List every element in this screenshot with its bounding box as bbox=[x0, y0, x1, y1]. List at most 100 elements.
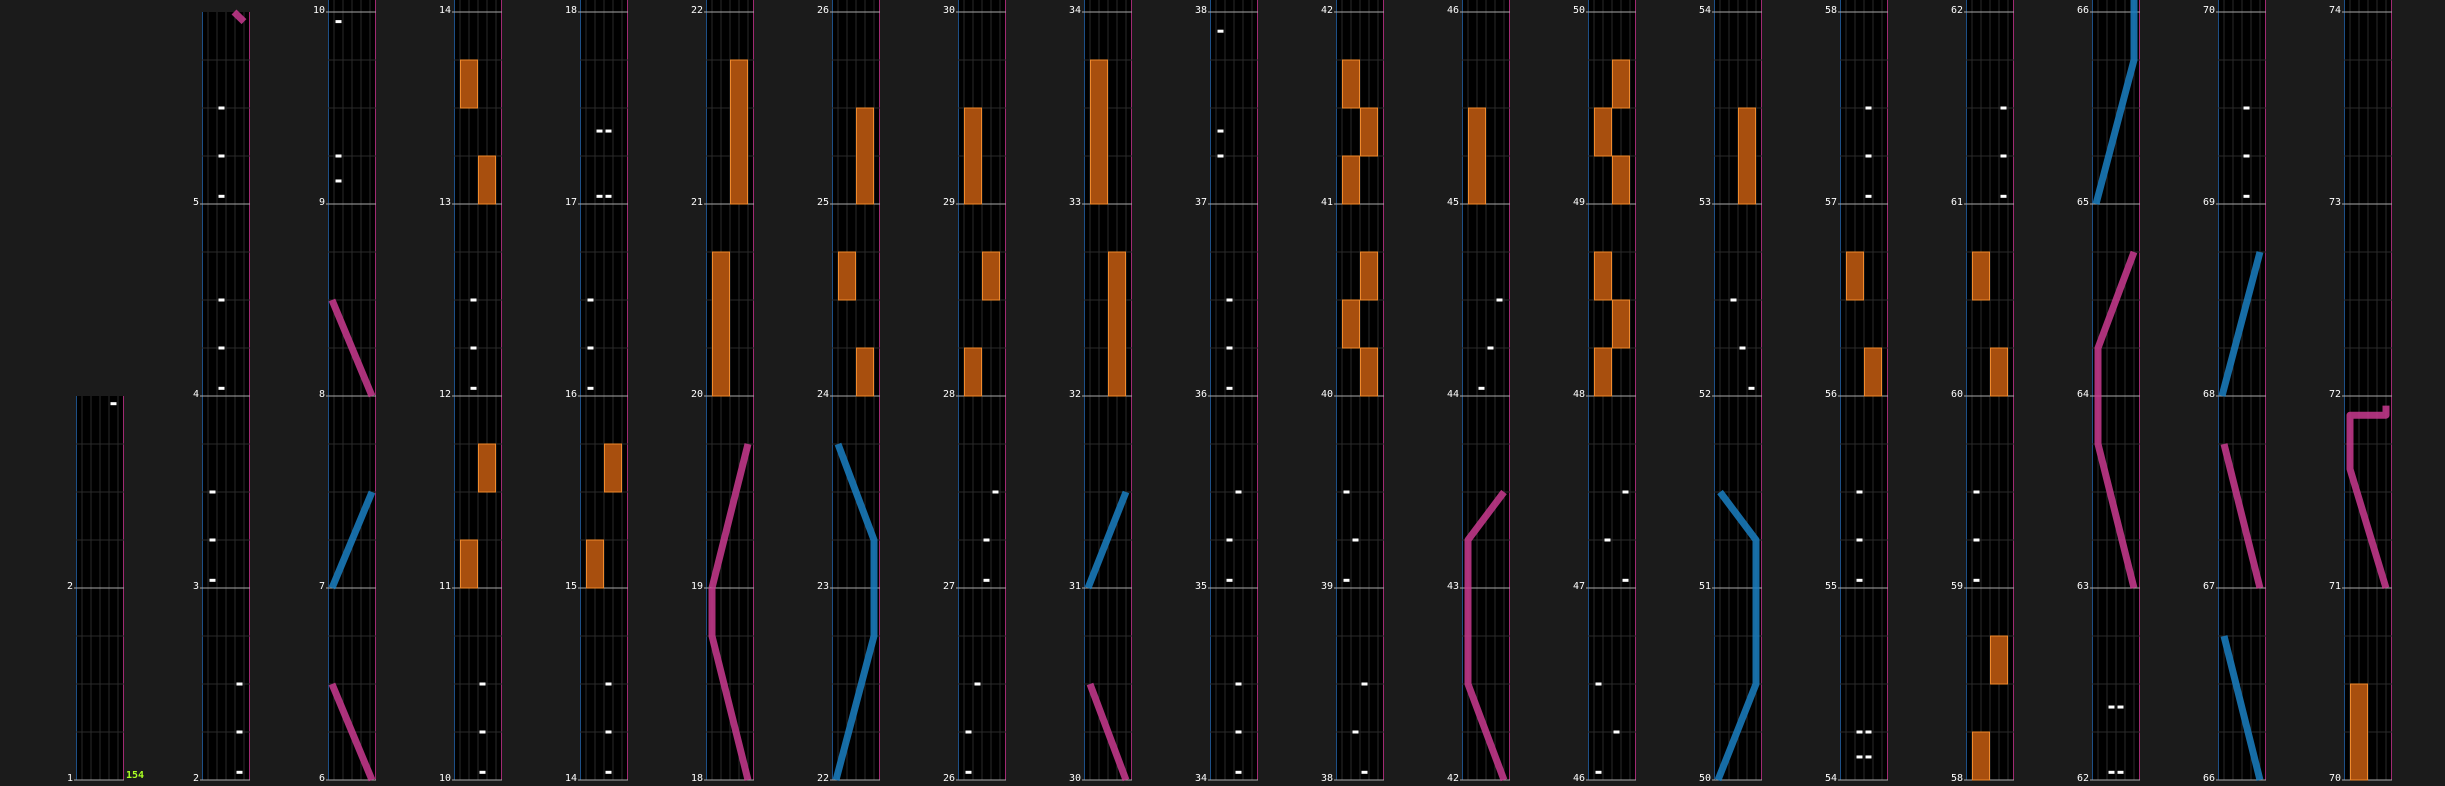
measure-number: 37 bbox=[1195, 197, 1207, 208]
hold-note bbox=[838, 251, 856, 301]
measure-number: 47 bbox=[1573, 581, 1585, 592]
chip-note bbox=[1226, 578, 1233, 582]
hold-note bbox=[1342, 299, 1360, 349]
chip-note bbox=[1865, 194, 1872, 198]
measure-number: 66 bbox=[2077, 5, 2089, 16]
measure-number: 15 bbox=[565, 581, 577, 592]
measure-number: 32 bbox=[1069, 389, 1081, 400]
hold-note bbox=[1360, 347, 1378, 397]
measure-number: 41 bbox=[1321, 197, 1333, 208]
chip-note bbox=[1361, 770, 1368, 774]
measure-number: 2 bbox=[193, 773, 199, 784]
measure-number: 27 bbox=[943, 581, 955, 592]
timeline-column bbox=[1208, 0, 1258, 781]
chip-note bbox=[605, 194, 612, 198]
notes-layer bbox=[110, 0, 2390, 782]
chip-note bbox=[1856, 490, 1863, 494]
chip-note bbox=[1595, 770, 1602, 774]
laser-left bbox=[2218, 251, 2264, 397]
laser-right bbox=[231, 9, 247, 25]
measure-number: 13 bbox=[439, 197, 451, 208]
measure-number: 49 bbox=[1573, 197, 1585, 208]
hold-note bbox=[1342, 59, 1360, 109]
laser-right bbox=[2094, 250, 2138, 396]
chip-note bbox=[1748, 386, 1755, 390]
chip-note bbox=[335, 20, 342, 24]
hold-note bbox=[1846, 251, 1864, 301]
lanes-layer bbox=[74, 0, 2392, 781]
measure-number: 67 bbox=[2203, 581, 2215, 592]
timeline-column bbox=[578, 0, 628, 781]
laser-left bbox=[1717, 489, 1760, 588]
chip-note bbox=[1235, 730, 1242, 734]
labels-layer: 1223456789101011121314141516171818192021… bbox=[67, 5, 2341, 784]
chip-note bbox=[1235, 490, 1242, 494]
measure-number: 42 bbox=[1321, 5, 1333, 16]
chip-note bbox=[1739, 346, 1746, 350]
laser-left bbox=[834, 442, 878, 588]
laser-left bbox=[1714, 588, 1760, 782]
laser-left bbox=[1084, 490, 1130, 590]
measure-number: 58 bbox=[1825, 5, 1837, 16]
chip-note bbox=[470, 298, 477, 302]
measure-number: 20 bbox=[691, 389, 703, 400]
measure-number: 2 bbox=[67, 581, 73, 592]
chip-note bbox=[479, 682, 486, 686]
chip-note bbox=[218, 154, 225, 158]
chip-note bbox=[1496, 298, 1503, 302]
chip-note bbox=[1235, 770, 1242, 774]
hold-note bbox=[964, 347, 982, 397]
measure-number: 61 bbox=[1951, 197, 1963, 208]
hold-note bbox=[478, 443, 496, 493]
measure-number: 58 bbox=[1951, 773, 1963, 784]
measure-number: 24 bbox=[817, 389, 829, 400]
hold-note bbox=[1990, 635, 2008, 685]
hold-note bbox=[1594, 251, 1612, 301]
measure-number: 66 bbox=[2203, 773, 2215, 784]
measure-number: 8 bbox=[319, 389, 325, 400]
measure-number: 54 bbox=[1699, 5, 1711, 16]
measure-number: 29 bbox=[943, 197, 955, 208]
measure-number: 62 bbox=[1951, 5, 1963, 16]
measure-number: 39 bbox=[1321, 581, 1333, 592]
chip-note bbox=[1856, 578, 1863, 582]
hold-note bbox=[1612, 299, 1630, 349]
laser-right bbox=[2094, 396, 2138, 589]
chip-note bbox=[218, 386, 225, 390]
hold-note bbox=[856, 107, 874, 205]
measure-number: 22 bbox=[817, 773, 829, 784]
measure-number: 71 bbox=[2329, 581, 2341, 592]
measure-number: 64 bbox=[2077, 389, 2089, 400]
timeline-column bbox=[74, 396, 124, 781]
chip-note bbox=[587, 298, 594, 302]
hold-note bbox=[1090, 59, 1108, 205]
measure-number: 34 bbox=[1195, 773, 1207, 784]
measure-number: 31 bbox=[1069, 581, 1081, 592]
measure-number: 50 bbox=[1699, 773, 1711, 784]
chip-note bbox=[218, 106, 225, 110]
laser-left bbox=[2092, 12, 2138, 205]
chip-note bbox=[1604, 538, 1611, 542]
measure-number: 18 bbox=[565, 5, 577, 16]
chip-note bbox=[209, 538, 216, 542]
measure-number: 56 bbox=[1825, 389, 1837, 400]
chip-note bbox=[1226, 298, 1233, 302]
measure-number: 18 bbox=[691, 773, 703, 784]
measure-number: 42 bbox=[1447, 773, 1459, 784]
hold-note bbox=[1468, 107, 1486, 205]
hold-note bbox=[1360, 251, 1378, 301]
chip-note bbox=[1343, 490, 1350, 494]
laser-right bbox=[328, 682, 376, 782]
chip-note bbox=[983, 538, 990, 542]
chip-note bbox=[1973, 490, 1980, 494]
measure-number: 26 bbox=[817, 5, 829, 16]
measure-number: 22 bbox=[691, 5, 703, 16]
laser-right bbox=[2220, 443, 2264, 589]
measure-number: 54 bbox=[1825, 773, 1837, 784]
hold-note bbox=[730, 59, 748, 205]
chip-note bbox=[2000, 154, 2007, 158]
measure-number: 40 bbox=[1321, 389, 1333, 400]
measure-number: 10 bbox=[313, 5, 325, 16]
measure-number: 12 bbox=[439, 389, 451, 400]
